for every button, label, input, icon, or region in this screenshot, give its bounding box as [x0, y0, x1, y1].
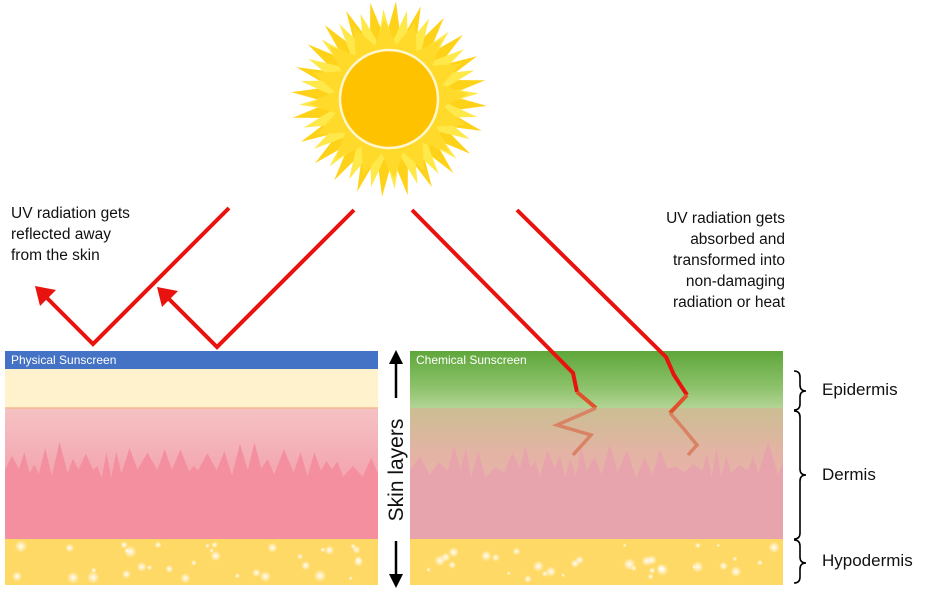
epidermis-layer	[5, 369, 378, 411]
chemical-caption-line: transformed into	[673, 252, 785, 269]
skin-layers-arrow	[389, 350, 403, 588]
sun-icon	[291, 1, 487, 197]
uv-ray-reflected-2	[157, 208, 356, 350]
chemical-sunscreen-layer	[410, 351, 783, 411]
uv-ray-reflected-1	[35, 206, 231, 347]
physical-caption-line: from the skin	[11, 247, 100, 264]
dermis-papillae	[5, 442, 378, 539]
epidermis-label: Epidermis	[822, 380, 898, 399]
skin-layers-label-box: Skin layers	[384, 410, 410, 530]
dermis-papillae-chemical	[410, 441, 783, 539]
chemical-caption-line: radiation or heat	[672, 294, 785, 311]
fat-cells-chemical	[426, 541, 780, 583]
physical-sunscreen-band	[5, 351, 378, 369]
uv-ray-absorbed-1	[410, 208, 598, 457]
physical-sunscreen-label: Physical Sunscreen	[11, 353, 117, 367]
chemical-caption: UV radiation gets absorbed and transform…	[565, 208, 785, 313]
physical-sunscreen-panel	[5, 351, 378, 585]
chemical-caption-line: non-damaging	[685, 273, 785, 290]
chemical-sunscreen-label: Chemical Sunscreen	[416, 353, 527, 367]
chemical-sunscreen-panel	[410, 351, 783, 585]
uv-ray-absorbed-2	[515, 208, 700, 457]
chemical-caption-line: UV radiation gets	[666, 210, 785, 227]
fat-cells	[11, 540, 364, 584]
dermis-label: Dermis	[822, 465, 876, 484]
chemical-caption-line: absorbed and	[690, 231, 785, 248]
physical-caption-line: reflected away	[11, 226, 111, 243]
physical-caption: UV radiation gets reflected away from th…	[11, 203, 211, 266]
physical-caption-line: UV radiation gets	[11, 205, 130, 222]
skin-layers-label: Skin layers	[385, 418, 408, 522]
hypodermis-label: Hypodermis	[822, 551, 913, 570]
layer-brackets	[793, 370, 807, 584]
hypodermis-layer-chemical	[410, 539, 783, 585]
